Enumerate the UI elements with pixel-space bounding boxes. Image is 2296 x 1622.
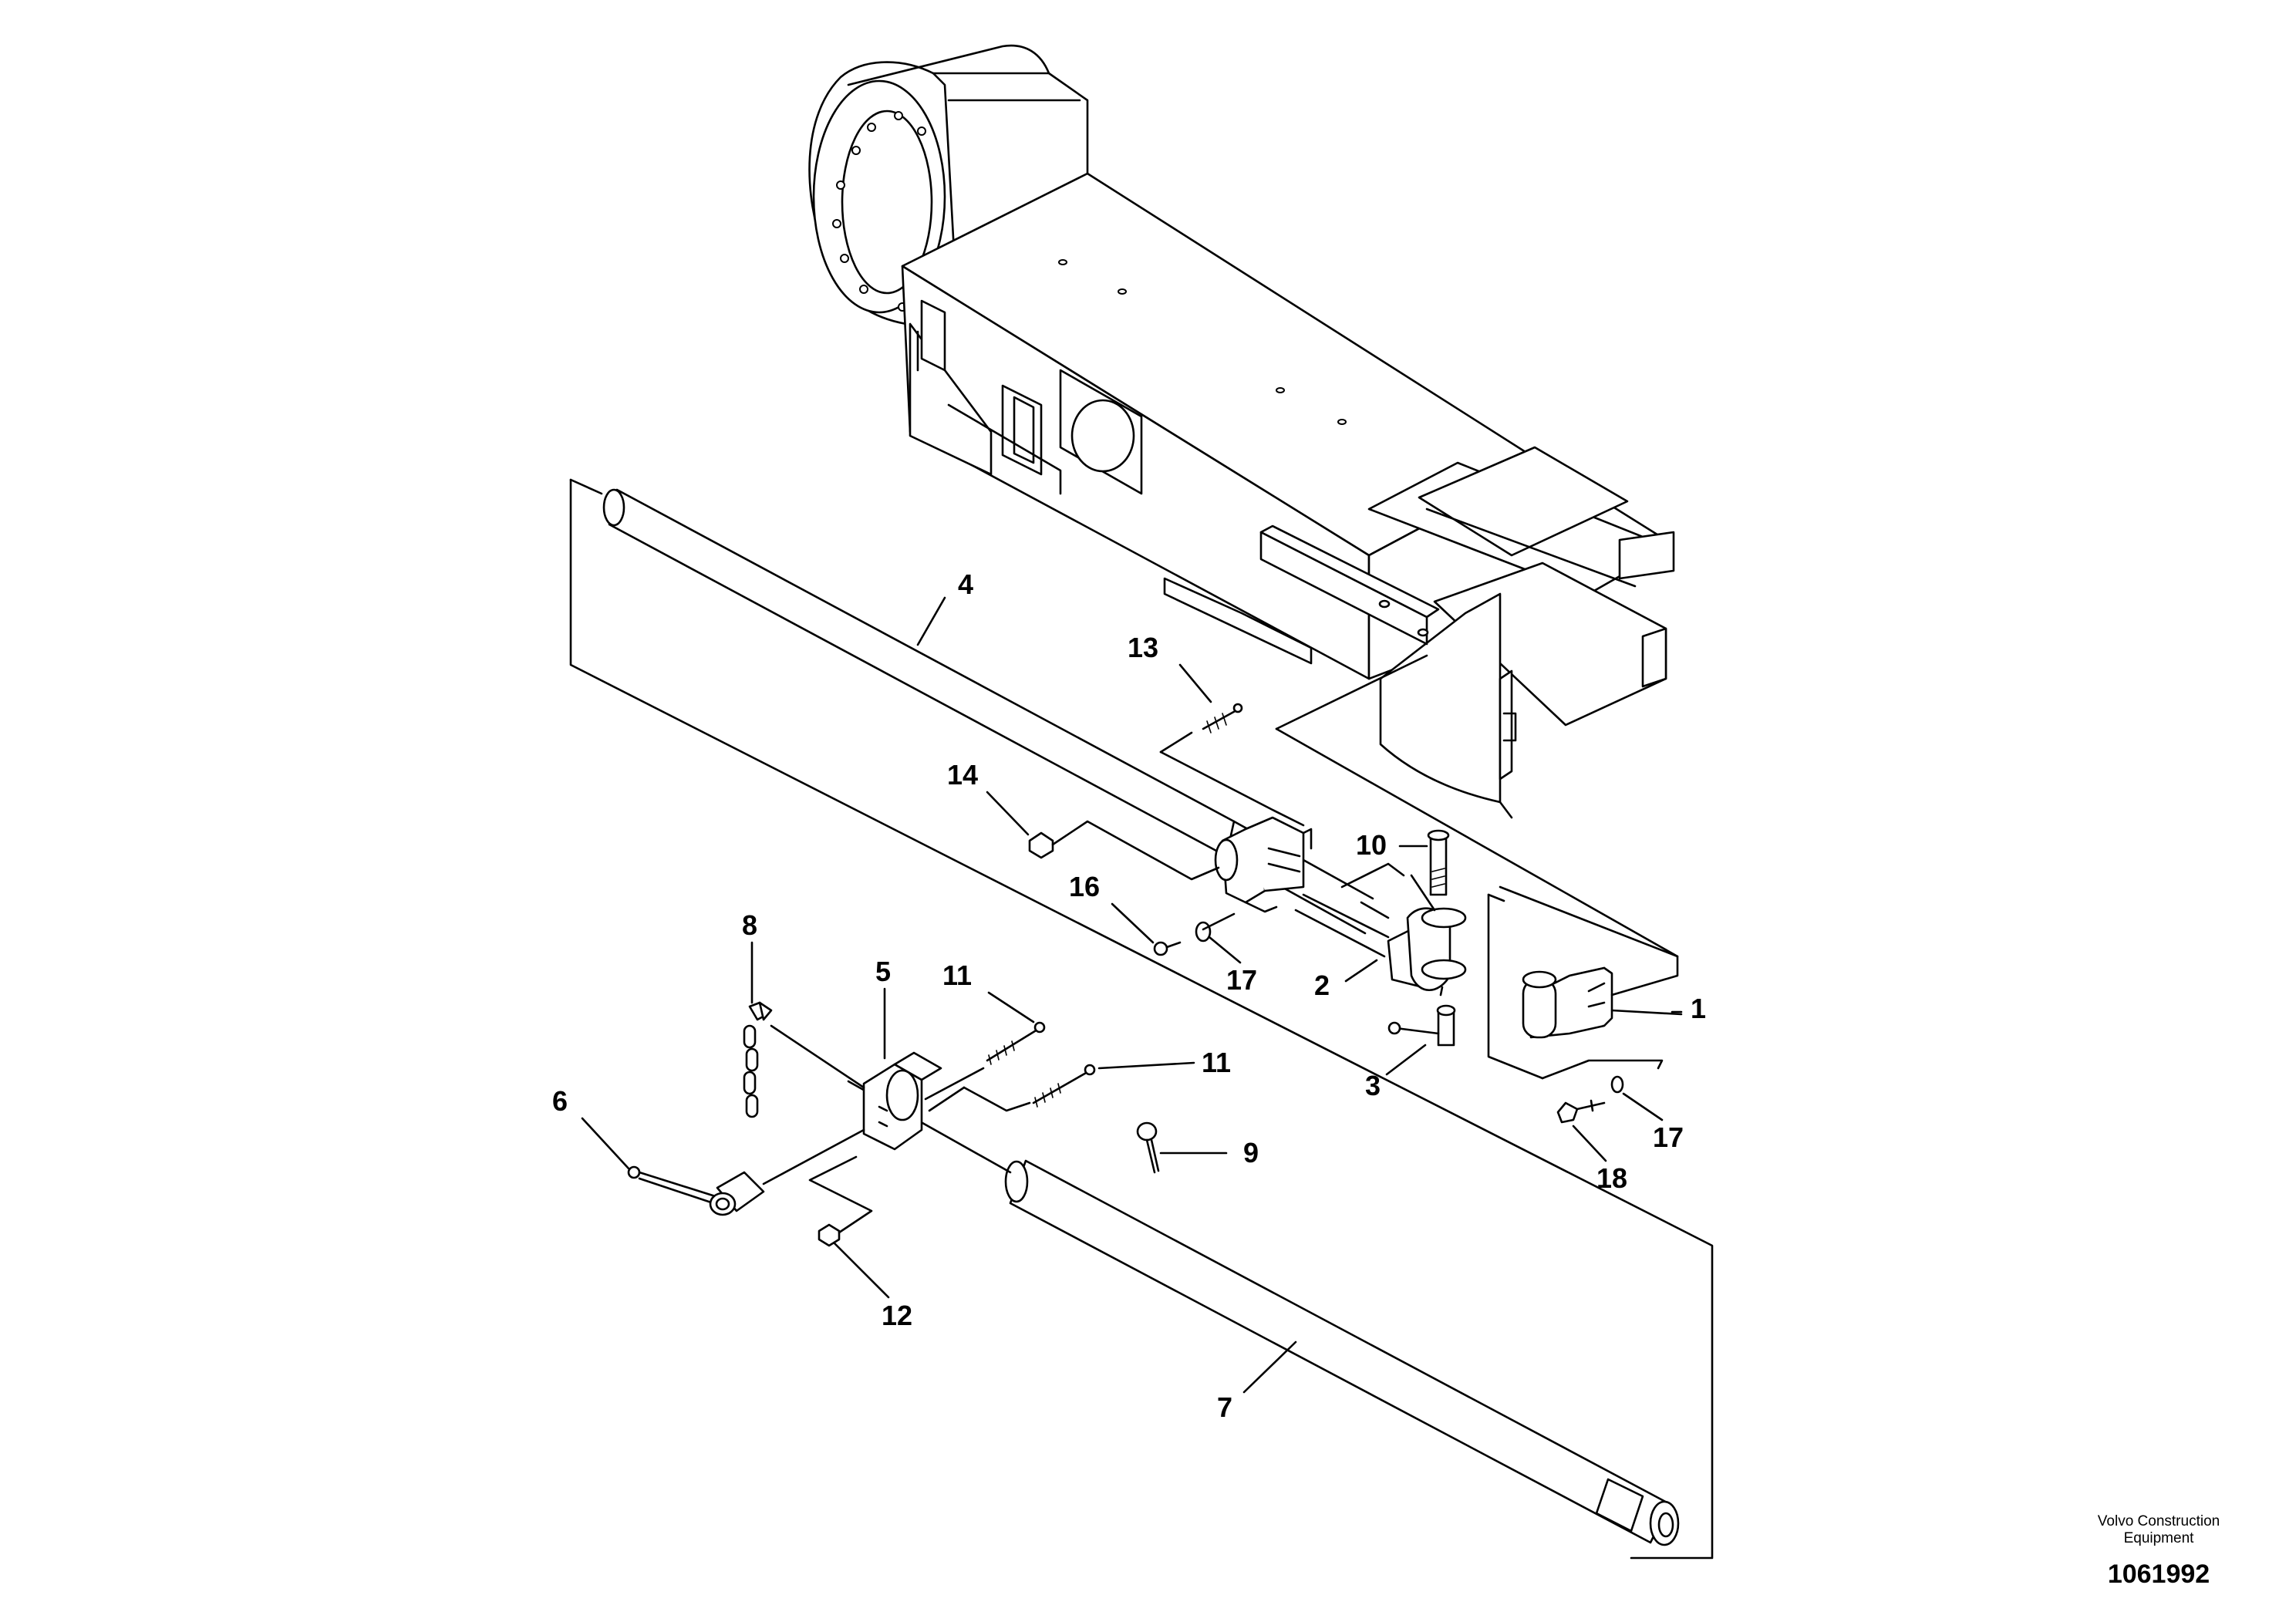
part-18-bolt	[1556, 1099, 1606, 1124]
callout-5: 5	[875, 956, 891, 987]
part-2-clamp	[1294, 862, 1467, 992]
brand-line-2: Equipment	[2123, 1530, 2194, 1546]
callout-1: 1	[1691, 993, 1706, 1024]
part-10-bolt	[1427, 829, 1450, 896]
part-8-chain	[743, 1001, 773, 1118]
leader-11b	[1097, 1061, 1195, 1070]
document-number: 1061992	[2107, 1560, 2210, 1589]
part-17-washer-lower	[1610, 1075, 1624, 1094]
leader-16	[1111, 902, 1155, 944]
brand-label: Volvo Construction Equipment	[2074, 1513, 2244, 1547]
brand-line-1: Volvo Construction	[2097, 1513, 2220, 1529]
part-1-bracket	[1487, 885, 1683, 1080]
part-11-bolt-upper	[924, 1021, 1046, 1101]
leader-17b	[1622, 1092, 1664, 1121]
callout-2: 2	[1314, 969, 1330, 1001]
part-9-ring-pin	[1136, 1121, 1160, 1174]
part-17-washer-upper	[1195, 912, 1236, 943]
callout-10: 10	[1356, 829, 1387, 861]
leader-11a	[987, 991, 1035, 1023]
part-12-nut	[808, 1155, 873, 1247]
callouts: 1 2 3 4 5 6 7 8 9 10 11 11 12 13 14 16 1…	[552, 568, 1706, 1423]
callout-14: 14	[947, 759, 978, 791]
callout-16: 16	[1069, 871, 1100, 902]
callout-6: 6	[552, 1085, 568, 1117]
callout-3: 3	[1365, 1070, 1381, 1101]
part-11-bolt-lower	[928, 1064, 1096, 1112]
callout-9: 9	[1243, 1137, 1259, 1168]
leader-lines	[581, 596, 1683, 1394]
saddle-clamp	[1214, 816, 1313, 913]
leader-12	[833, 1242, 890, 1299]
callout-11b: 11	[1202, 1047, 1231, 1078]
callout-17a: 17	[1226, 964, 1257, 996]
part-13-bolt	[1159, 654, 1679, 958]
callout-7: 7	[1217, 1391, 1232, 1423]
callout-8: 8	[742, 909, 757, 941]
part-16-screw	[1153, 941, 1182, 956]
part-3-pin	[1387, 986, 1456, 1047]
chassis-frame	[808, 44, 1675, 819]
leader-6	[581, 1117, 630, 1170]
part-14-nut	[1028, 820, 1220, 881]
callout-18: 18	[1596, 1162, 1627, 1194]
leader-4	[916, 596, 946, 646]
part-5-clamp	[770, 1024, 942, 1151]
callout-11a: 11	[942, 959, 972, 991]
leader-14	[986, 791, 1030, 836]
callout-12: 12	[882, 1300, 912, 1331]
leader-13	[1178, 663, 1212, 703]
callout-13: 13	[1128, 632, 1158, 663]
part-7-lower-rod	[847, 1080, 1680, 1546]
leader-3	[1385, 1044, 1427, 1076]
part-6-handle	[627, 1128, 865, 1216]
leader-18	[1572, 1125, 1607, 1162]
leader-7	[1242, 1340, 1297, 1394]
assembly-outline	[569, 478, 1714, 1560]
leader-17a	[1208, 936, 1242, 964]
callout-4: 4	[958, 568, 973, 600]
leader-2	[1344, 959, 1378, 983]
callout-17b: 17	[1653, 1121, 1684, 1153]
